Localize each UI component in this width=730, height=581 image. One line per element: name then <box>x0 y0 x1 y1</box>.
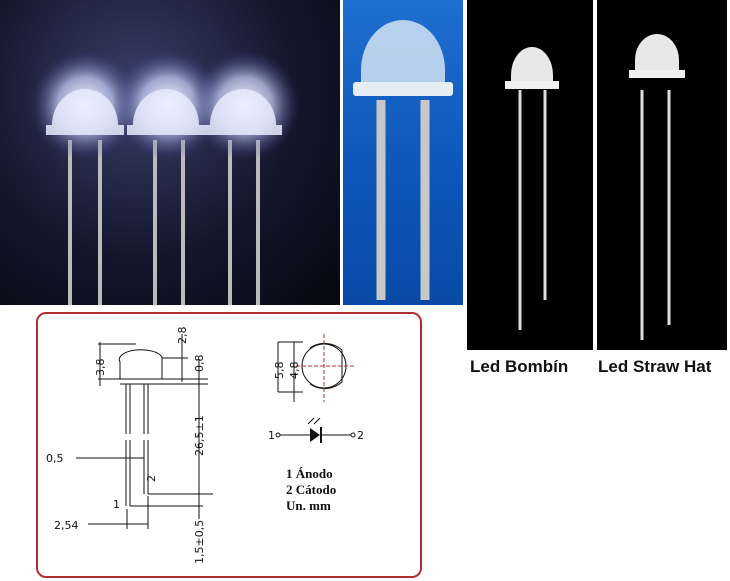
photo-three-white-leds <box>0 0 340 305</box>
legend-units: Un. mm <box>286 498 331 513</box>
label-led-bombin: Led Bombín <box>470 357 569 376</box>
technical-drawing: 3,8 2,8 0,8 26,5±1 0,5 2,54 1,5±0,5 2 1 … <box>46 327 364 565</box>
led-closeup-illustration <box>353 20 453 300</box>
pin-2-label: 2 <box>145 475 158 482</box>
dim-inner-diameter: 4,8 <box>288 362 301 380</box>
legend-anode: 1 Ánodo <box>286 466 333 481</box>
symbol-pin-1: 1 <box>268 429 275 442</box>
legend-cathode: 2 Cátodo <box>286 482 336 497</box>
dim-lead-length: 26,5±1 <box>193 415 206 456</box>
dimension-diagram: 3,8 2,8 0,8 26,5±1 0,5 2,54 1,5±0,5 2 1 … <box>36 312 422 578</box>
photo-led-straw-hat <box>597 0 727 350</box>
dim-flange: 0,8 <box>193 355 206 373</box>
photo-led-bombin <box>467 0 593 350</box>
led-straw-hat-illustration <box>629 34 685 340</box>
dim-dome-top: 2,8 <box>176 327 189 345</box>
pin-1-label: 1 <box>113 498 120 511</box>
dim-outer-diameter: 5,8 <box>273 362 286 380</box>
label-led-straw-hat: Led Straw Hat <box>598 357 712 376</box>
symbol-pin-2: 2 <box>357 429 364 442</box>
dim-lead-diff: 1,5±0,5 <box>193 520 206 564</box>
photo-single-led-closeup <box>343 0 463 305</box>
dim-pitch: 2,54 <box>54 519 79 532</box>
dim-dome-height: 3,8 <box>94 359 107 377</box>
led-photo-illustration <box>30 50 300 305</box>
led-bombin-illustration <box>505 47 559 330</box>
dim-lead-width: 0,5 <box>46 452 64 465</box>
